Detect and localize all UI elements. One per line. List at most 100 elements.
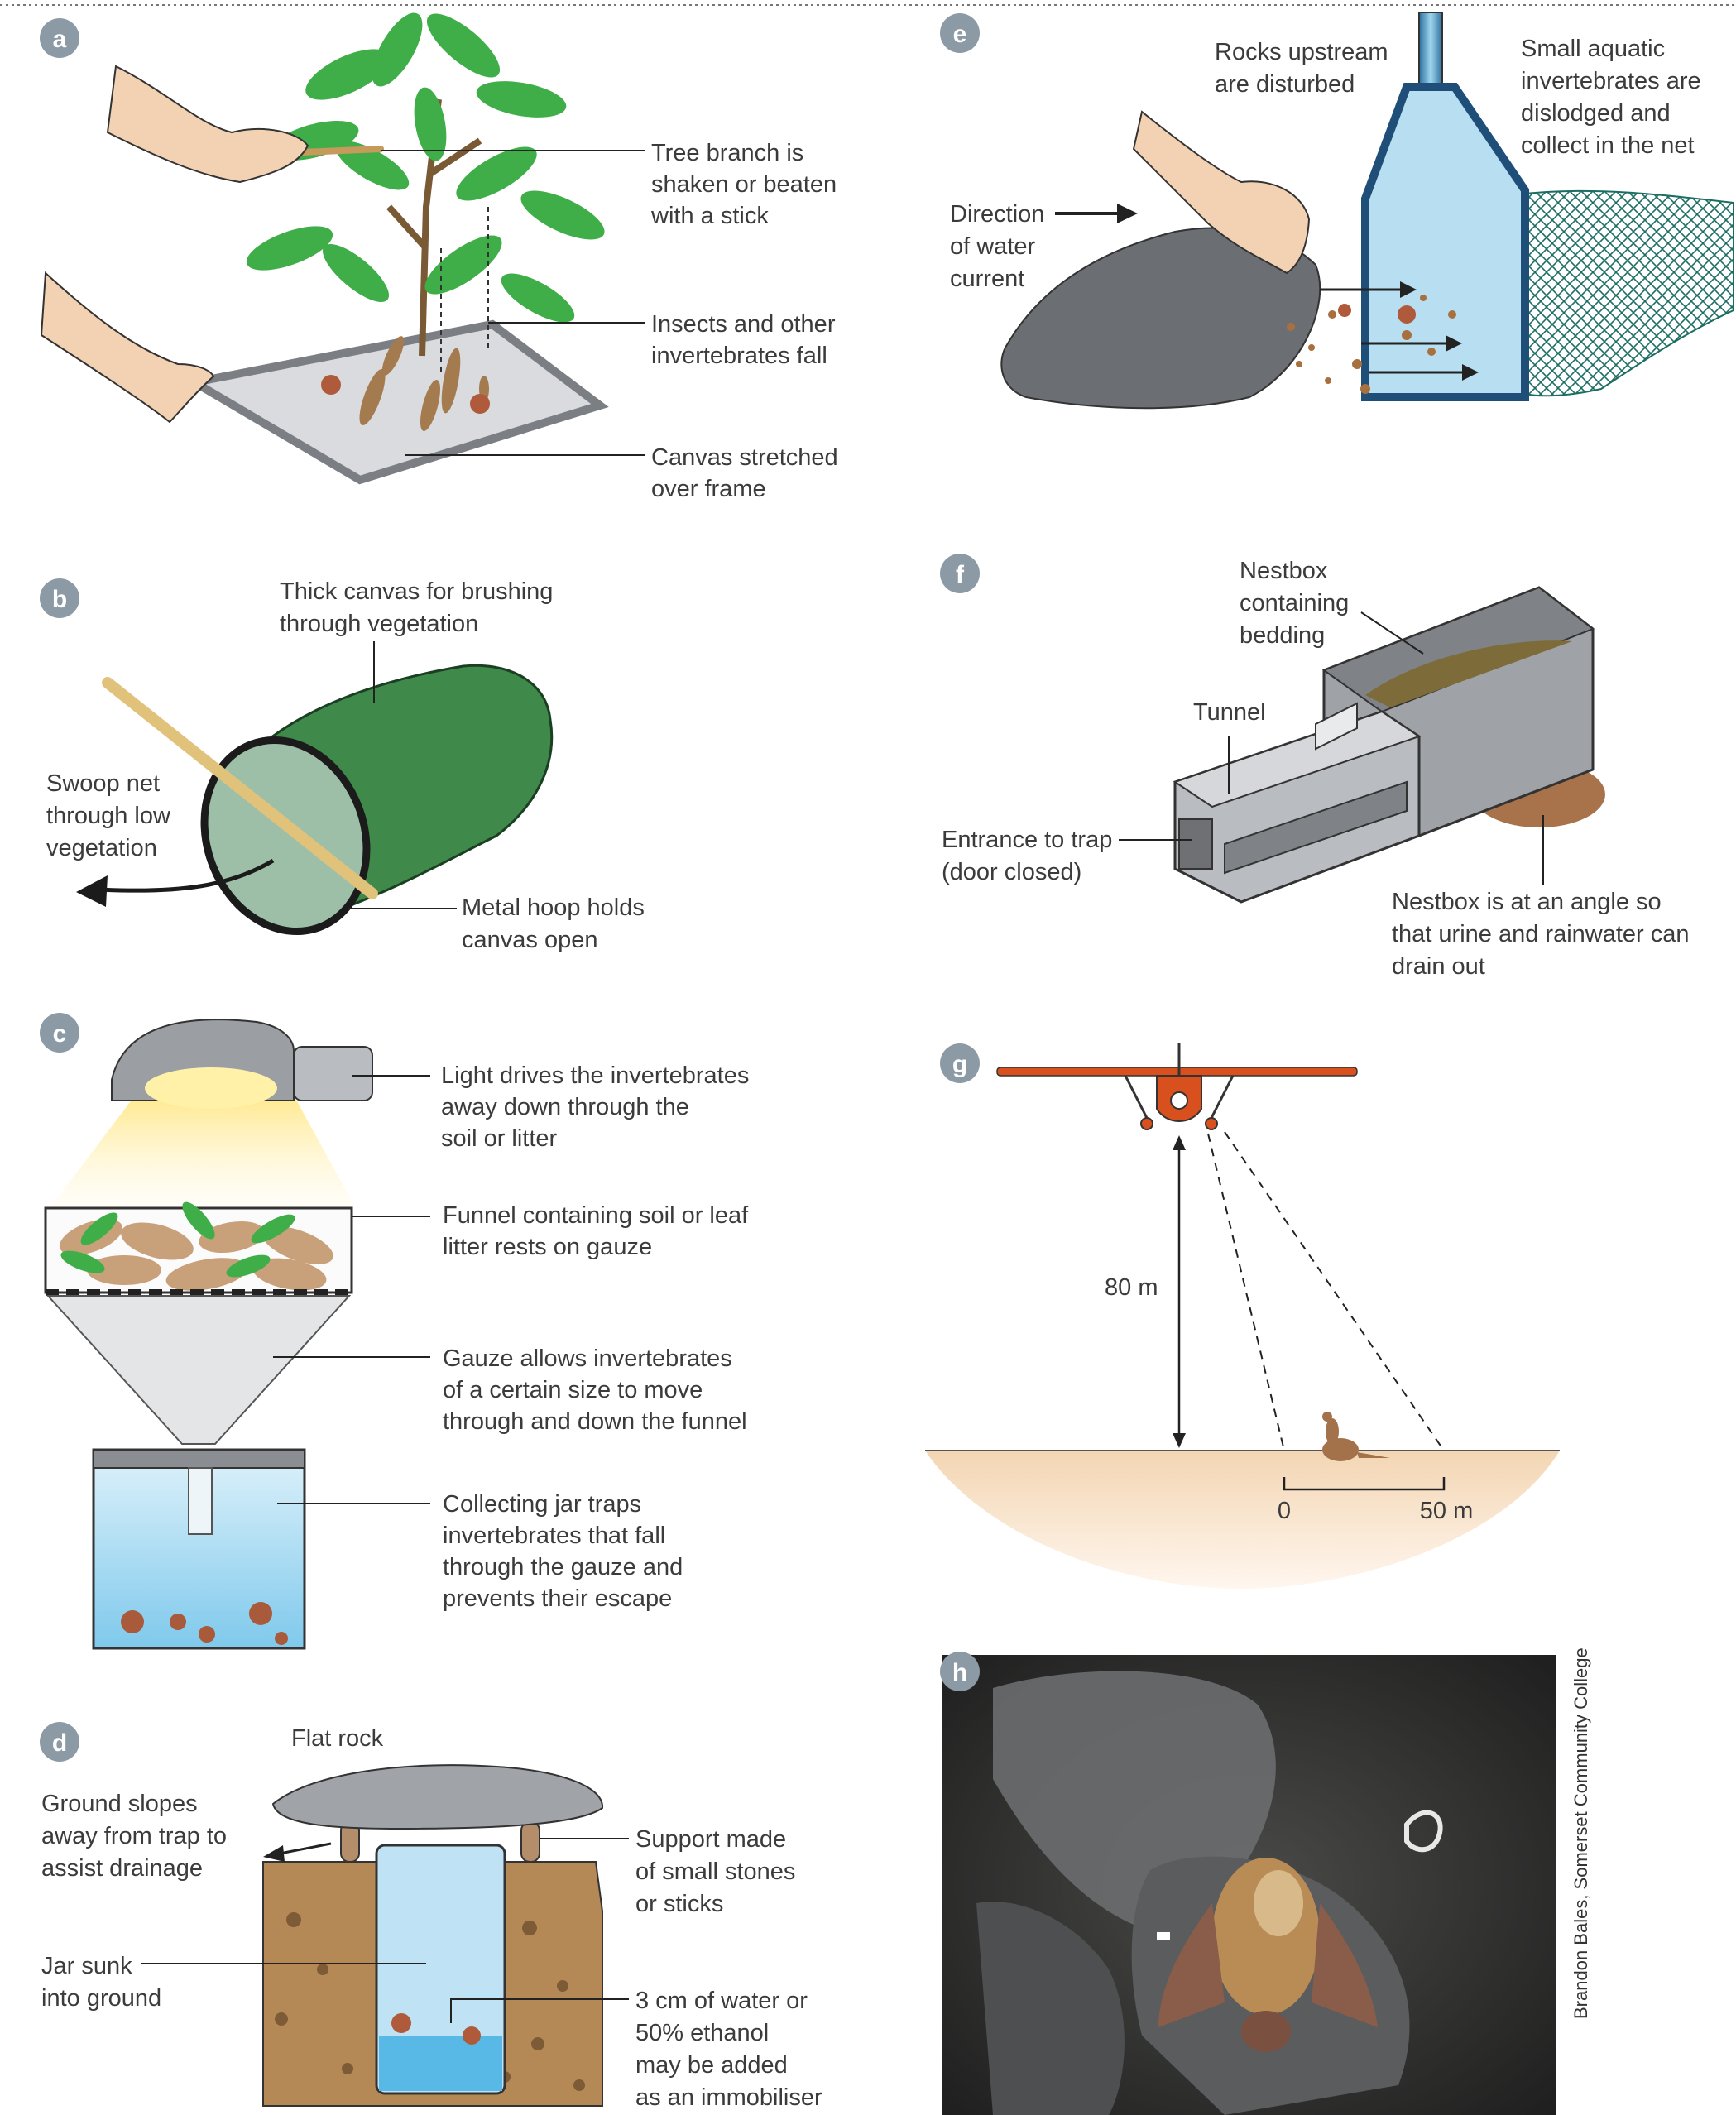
svg-text:f: f bbox=[956, 561, 965, 588]
panel-b-badge: b bbox=[40, 578, 79, 618]
label-trap-entrance: Entrance to trap (door closed) bbox=[942, 827, 1119, 885]
scale-start-label: 0 bbox=[1278, 1498, 1291, 1524]
arrow-head bbox=[1117, 204, 1138, 223]
insect-icon bbox=[391, 2013, 411, 2033]
bedding bbox=[1365, 640, 1572, 707]
label-nestbox: Nestbox containing bedding bbox=[1240, 558, 1355, 649]
leader-line bbox=[1360, 611, 1424, 655]
photo-credit: Brandon Bales, Somerset Community Colleg… bbox=[1571, 1647, 1591, 2019]
svg-text:a: a bbox=[53, 26, 67, 53]
net-bag bbox=[1517, 189, 1734, 397]
dislodged-particles bbox=[1287, 295, 1456, 394]
upstream-rock bbox=[1000, 227, 1321, 410]
lamp-housing bbox=[293, 1046, 373, 1101]
arrow-head bbox=[1173, 1433, 1186, 1448]
panel-f-badge: f bbox=[940, 554, 980, 593]
upper-hand bbox=[106, 65, 309, 184]
funnel-cone bbox=[46, 1295, 352, 1445]
arrow-head bbox=[76, 875, 108, 907]
altitude-label: 80 m bbox=[1105, 1274, 1158, 1301]
trap-door bbox=[1178, 818, 1213, 870]
panel-c-badge: c bbox=[40, 1013, 79, 1053]
scale-bar bbox=[1283, 1477, 1446, 1491]
label-canvas-frame: Canvas stretched over frame bbox=[651, 444, 845, 502]
arrow-head bbox=[1400, 281, 1417, 298]
label-insects-fall: Insects and other invertebrates fall bbox=[651, 311, 842, 369]
panel-f: f Nestbox containing bedding Tunnel Entr… bbox=[940, 554, 1690, 980]
arrow-head bbox=[1446, 335, 1462, 352]
insect-icon bbox=[321, 375, 341, 395]
view-line bbox=[1224, 1131, 1445, 1451]
survey-plane-icon bbox=[996, 1043, 1358, 1130]
panel-c: c bbox=[40, 1013, 755, 1650]
light-beam bbox=[50, 1088, 356, 1208]
panel-e-badge: e bbox=[940, 13, 980, 53]
label-jar-sunk: Jar sunk into ground bbox=[41, 1953, 161, 2012]
wing-band bbox=[1157, 1932, 1170, 1940]
trap-water bbox=[379, 2036, 502, 2091]
drainage-arrow bbox=[279, 1842, 332, 1855]
panel-a: a bbox=[40, 12, 845, 502]
view-line bbox=[1207, 1133, 1285, 1451]
insect-icon bbox=[470, 394, 490, 414]
panel-d: d Flat rock Ground slopes away from trap… bbox=[40, 1722, 822, 2111]
disturbing-hand bbox=[1132, 110, 1311, 275]
svg-text:b: b bbox=[52, 586, 67, 613]
bat-icon bbox=[1158, 1858, 1378, 2052]
panel-b: b Thick canvas for brushing through vege… bbox=[40, 578, 651, 953]
net-frame bbox=[1361, 83, 1529, 401]
support-stone bbox=[520, 1821, 540, 1863]
label-metal-hoop: Metal hoop holds canvas open bbox=[462, 894, 651, 953]
label-swoop-net: Swoop net through low vegetation bbox=[46, 770, 177, 861]
panel-d-badge: d bbox=[40, 1722, 79, 1762]
arrow-head bbox=[1173, 1135, 1186, 1150]
swoop-arrow bbox=[98, 858, 275, 893]
label-thick-canvas: Thick canvas for brushing through vegeta… bbox=[280, 578, 560, 637]
net-handle bbox=[102, 677, 378, 899]
bulb-icon bbox=[145, 1067, 277, 1109]
label-water-current: Direction of water current bbox=[950, 201, 1052, 292]
lower-hand bbox=[40, 271, 215, 424]
label-branch-shaken: Tree branch is shaken or beaten with a s… bbox=[650, 140, 843, 229]
net-handle bbox=[1418, 12, 1443, 88]
label-flat-rock: Flat rock bbox=[291, 1725, 384, 1752]
funnel-stem bbox=[188, 1467, 213, 1535]
trapped-invertebrates bbox=[121, 1602, 288, 1645]
ground bbox=[925, 1451, 1560, 1589]
svg-text:d: d bbox=[52, 1729, 67, 1757]
scale-end-label: 50 m bbox=[1420, 1498, 1473, 1524]
label-tunnel: Tunnel bbox=[1193, 699, 1266, 726]
tunnel-slot bbox=[1224, 780, 1408, 875]
svg-text:h: h bbox=[952, 1659, 967, 1686]
label-collecting-jar: Collecting jar traps invertebrates that … bbox=[443, 1491, 689, 1612]
panel-h: h Brandon Bales, Somerset Community Coll… bbox=[940, 1647, 1591, 2115]
panel-g-badge: g bbox=[940, 1043, 980, 1083]
label-ground-slopes: Ground slopes away from trap to assist d… bbox=[41, 1791, 233, 1882]
panel-g: g 80 m 0 50 m bbox=[925, 1043, 1560, 1589]
svg-text:c: c bbox=[53, 1020, 67, 1048]
band-icon bbox=[1404, 1810, 1443, 1853]
arrow-head bbox=[263, 1845, 285, 1862]
kangaroo-icon bbox=[1322, 1412, 1390, 1461]
leader-line bbox=[450, 1998, 629, 2023]
flat-rock bbox=[271, 1764, 604, 1830]
tunnel-flap bbox=[1315, 702, 1358, 751]
jar-lid bbox=[93, 1449, 305, 1469]
svg-text:e: e bbox=[953, 21, 967, 48]
insect-icon bbox=[1338, 304, 1351, 317]
panel-h-badge: h bbox=[940, 1652, 980, 1691]
tree bbox=[246, 12, 605, 357]
label-support: Support made of small stones or sticks bbox=[635, 1826, 802, 1917]
insect-icon bbox=[463, 2026, 481, 2045]
label-gauze: Gauze allows invertebrates of a certain … bbox=[443, 1345, 747, 1435]
label-light: Light drives the invertebrates away down… bbox=[441, 1062, 755, 1152]
insect-icon bbox=[1398, 305, 1416, 324]
arrow-head bbox=[1462, 364, 1479, 381]
falling-debris bbox=[359, 336, 489, 431]
label-invertebrates-collect: Small aquatic invertebrates are dislodge… bbox=[1521, 36, 1708, 159]
panel-a-badge: a bbox=[40, 18, 79, 58]
svg-text:g: g bbox=[952, 1051, 967, 1078]
label-rocks-disturbed: Rocks upstream are disturbed bbox=[1215, 39, 1395, 98]
panel-e: e Rocks upstream are disturbed bbox=[940, 12, 1734, 410]
